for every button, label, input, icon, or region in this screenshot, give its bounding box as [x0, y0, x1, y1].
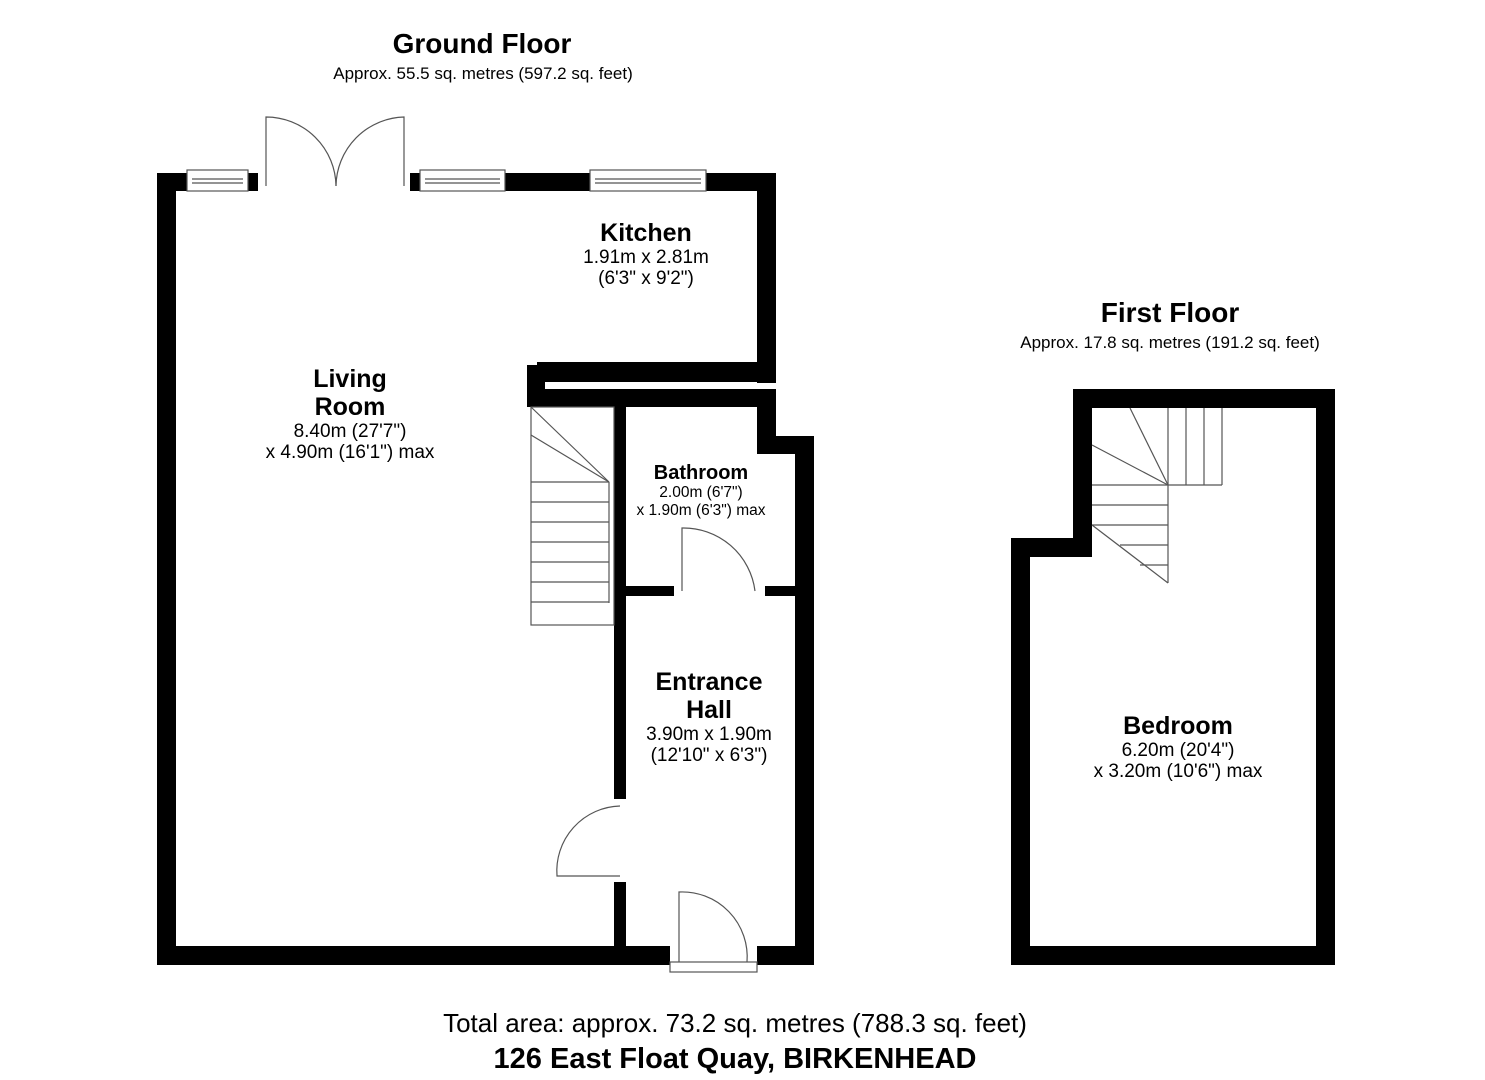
room-label-kitchen: Kitchen 1.91m x 2.81m (6'3" x 9'2")	[583, 219, 709, 290]
room-label-entrance-hall: Entrance Hall 3.90m x 1.90m (12'10" x 6'…	[646, 668, 772, 767]
first-floor-walls	[1011, 389, 1335, 965]
property-address: 126 East Float Quay, BIRKENHEAD	[493, 1043, 977, 1075]
first-floor-stairs	[1091, 407, 1223, 584]
room-label-bedroom: Bedroom 6.20m (20'4") x 3.20m (10'6") ma…	[1093, 712, 1263, 783]
ground-floor-fixtures	[186, 116, 758, 973]
room-label-living-room: Living Room 8.40m (27'7") x 4.90m (16'1"…	[265, 365, 435, 464]
room-label-bathroom: Bathroom 2.00m (6'7") x 1.90m (6'3") max	[636, 462, 766, 519]
ground-floor-area: Approx. 55.5 sq. metres (597.2 sq. feet)	[333, 64, 633, 83]
first-floor-area: Approx. 17.8 sq. metres (191.2 sq. feet)	[1020, 333, 1320, 352]
ground-floor-walls	[157, 173, 814, 965]
ground-floor-title: Ground Floor	[392, 28, 572, 59]
first-floor-title: First Floor	[1100, 297, 1240, 328]
total-area: Total area: approx. 73.2 sq. metres (788…	[443, 1008, 1027, 1038]
